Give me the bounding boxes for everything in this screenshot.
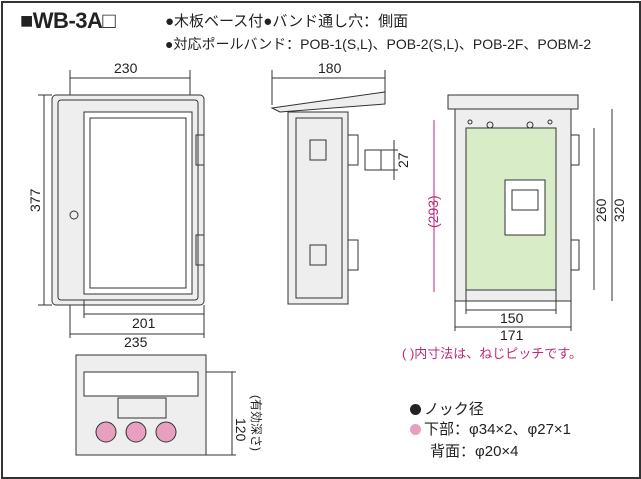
dim-front-height: 377: [27, 188, 43, 212]
pink-dot-icon: [410, 424, 421, 435]
black-dot-icon: [410, 404, 421, 415]
feature-line-2: ●対応ポールバンド：POB-1(S,L)、POB-2(S,L)、POB-2F、P…: [165, 36, 592, 52]
knockout-title: ノック径: [410, 398, 484, 419]
dim-inner-width: 150: [500, 310, 524, 326]
feature-line-1: ●木板ベース付●バンド通し穴：側面: [165, 13, 409, 30]
knockout-bottom: 下部：φ34×2、φ27×1: [410, 418, 571, 439]
dim-inner-height: 260: [593, 198, 609, 222]
knockout-circle: [155, 421, 177, 443]
knockout-back: 背面：φ20×4: [430, 443, 519, 460]
dim-front-width-bottom: 235: [124, 334, 148, 350]
dim-side-depth: 180: [318, 60, 342, 76]
dim-bottom-depth-note: (有効深さ): [249, 395, 264, 451]
front-view: [38, 70, 205, 338]
dim-bottom-depth: 120: [233, 418, 249, 442]
dim-front-width-inner: 201: [132, 315, 156, 331]
side-view: [270, 70, 398, 305]
bottom-view: [75, 354, 236, 456]
knockout-bottom-text: 下部：φ34×2、φ27×1: [424, 421, 572, 438]
knockout-circle: [125, 421, 147, 443]
screw-pitch-note: ( )内寸法は、ねじピッチです。: [402, 346, 582, 361]
dim-outer-width: 171: [500, 327, 524, 343]
dim-outer-height: 320: [611, 198, 627, 222]
dim-front-width-top: 230: [114, 60, 138, 76]
knockout-title-text: ノック径: [424, 401, 484, 418]
model-title: ■WB-3A□: [20, 8, 116, 33]
dim-band-hole: 27: [395, 152, 411, 168]
knockout-circle: [95, 421, 117, 443]
back-view: [433, 94, 613, 331]
dim-screw-pitch: (293): [425, 195, 441, 228]
